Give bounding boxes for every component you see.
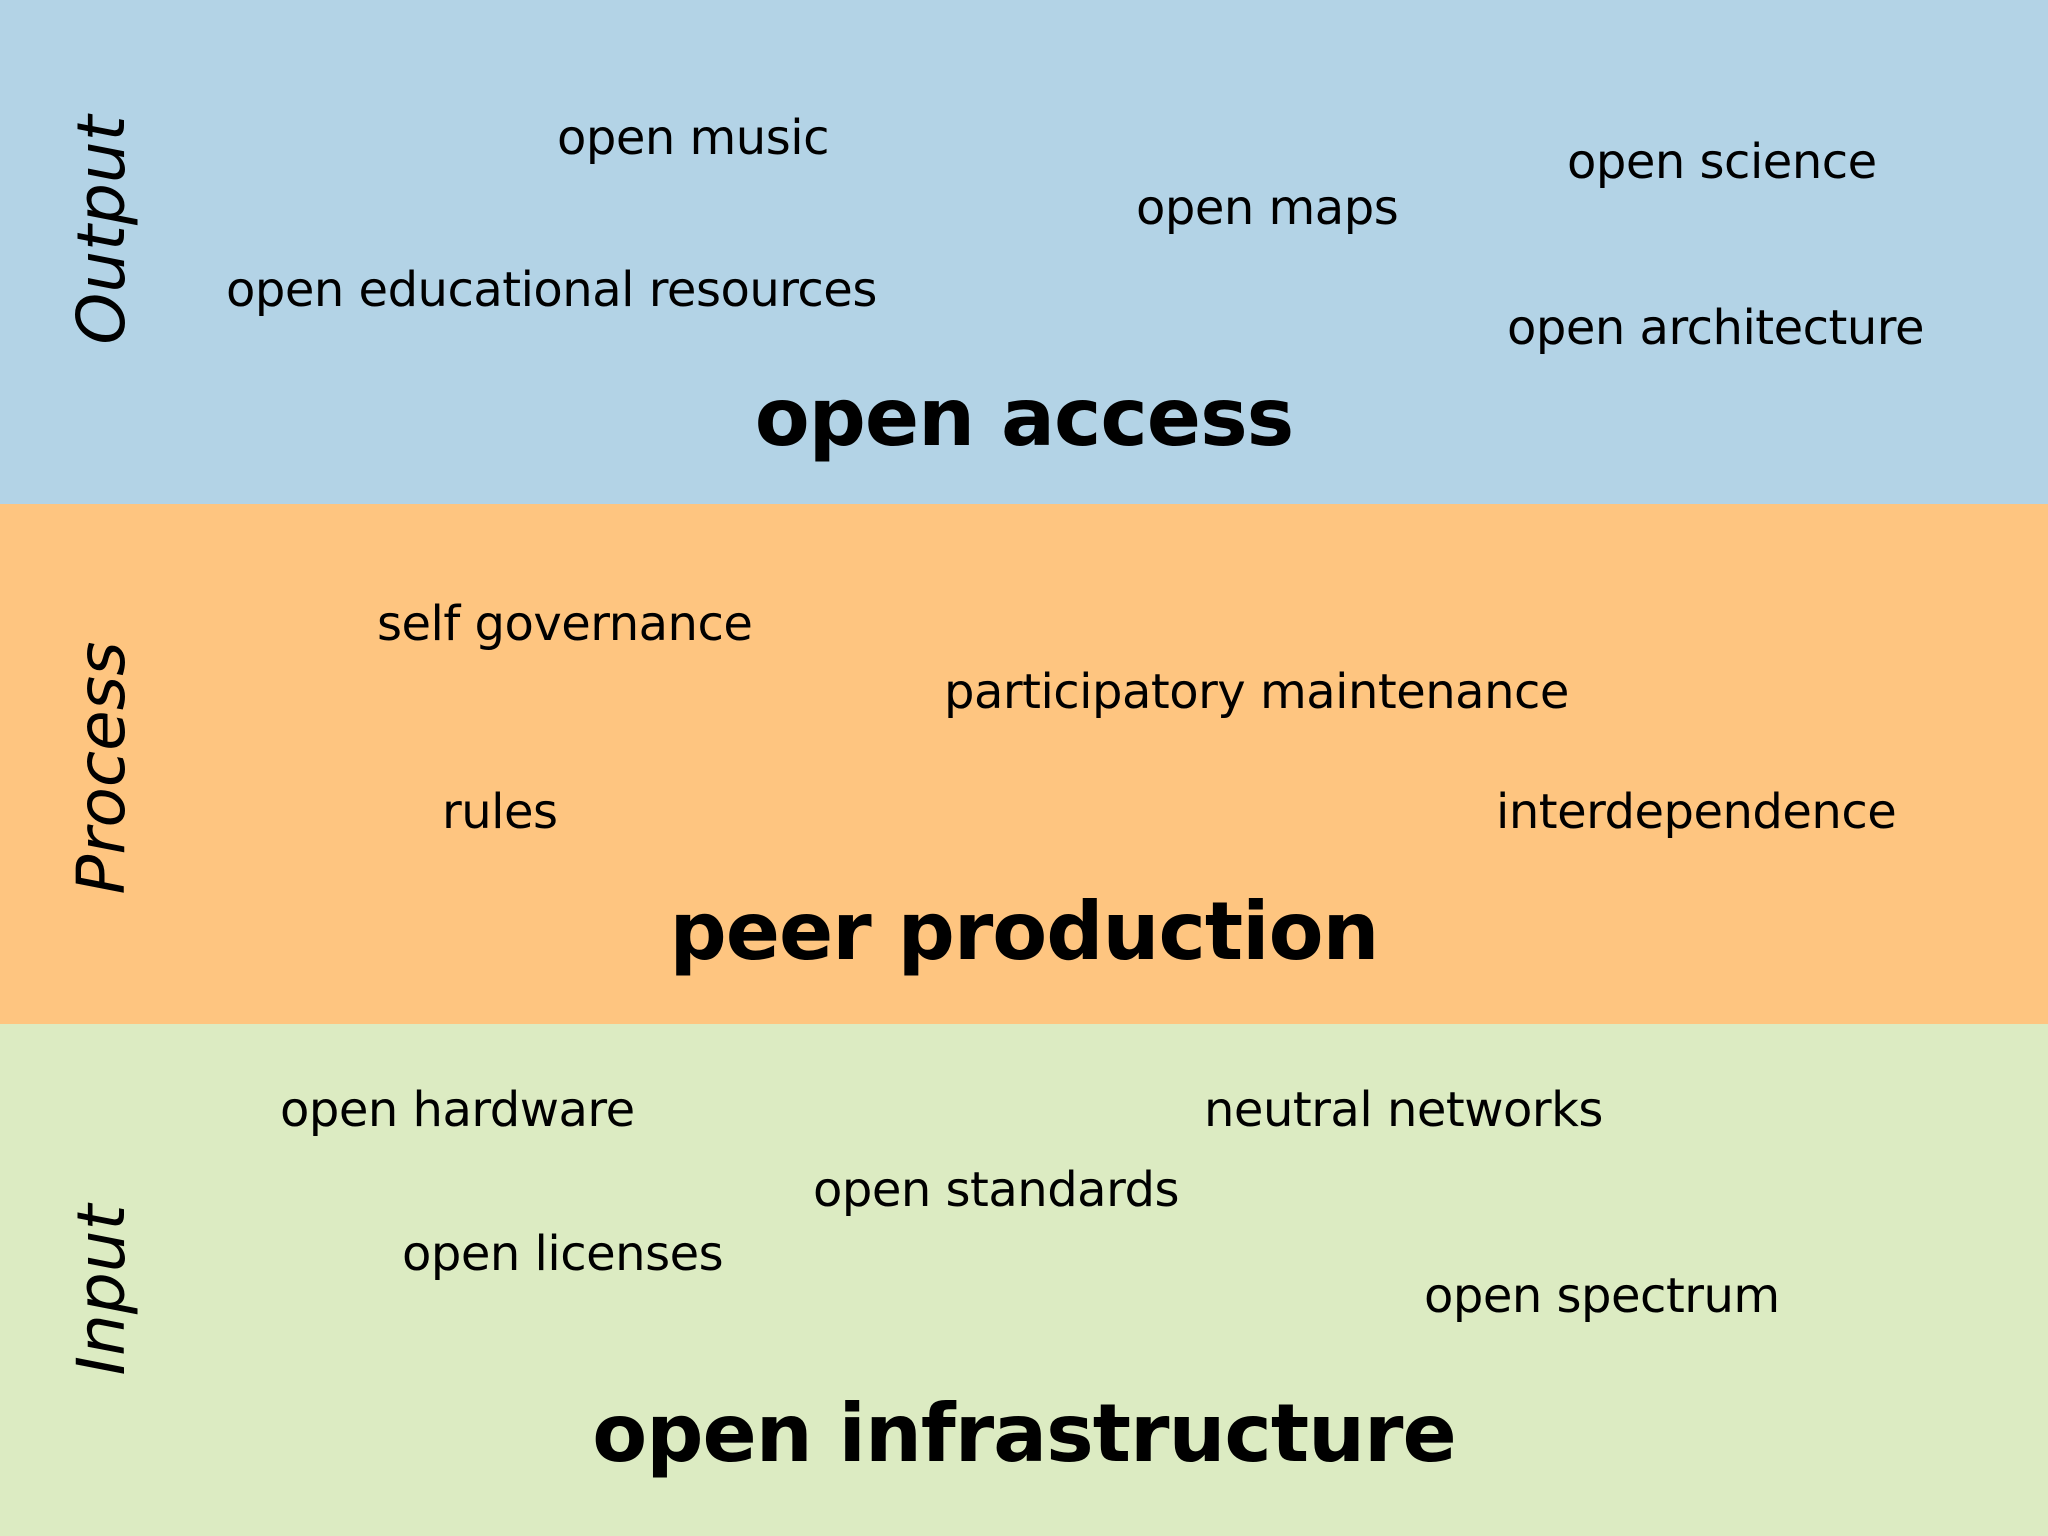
term-open-maps: open maps [1136, 180, 1399, 236]
term-rules: rules [442, 784, 558, 840]
output-label: Output [63, 115, 140, 345]
term-open-licenses: open licenses [402, 1226, 724, 1282]
term-neutral-networks: neutral networks [1204, 1082, 1603, 1138]
term-open-standards: open standards [813, 1162, 1179, 1218]
headline-open-infrastructure: open infrastructure [592, 1387, 1457, 1480]
term-open-hardware: open hardware [280, 1082, 635, 1138]
term-self-governance: self governance [377, 596, 753, 652]
headline-peer-production: peer production [669, 885, 1380, 978]
term-open-science: open science [1567, 134, 1877, 190]
input-label: Input [63, 1204, 140, 1376]
term-interdependence: interdependence [1496, 784, 1897, 840]
term-open-spectrum: open spectrum [1424, 1268, 1780, 1324]
input-band: Input open hardware neutral networks ope… [0, 1024, 2048, 1536]
process-band: Process self governance participatory ma… [0, 504, 2048, 1024]
process-label: Process [63, 641, 140, 895]
term-open-music: open music [557, 110, 829, 166]
output-band: Output open music open maps open science… [0, 0, 2048, 504]
headline-open-access: open access [754, 371, 1295, 464]
term-open-architecture: open architecture [1507, 300, 1924, 356]
term-open-educational-resources: open educational resources [226, 262, 877, 318]
term-participatory-maintenance: participatory maintenance [944, 664, 1569, 720]
